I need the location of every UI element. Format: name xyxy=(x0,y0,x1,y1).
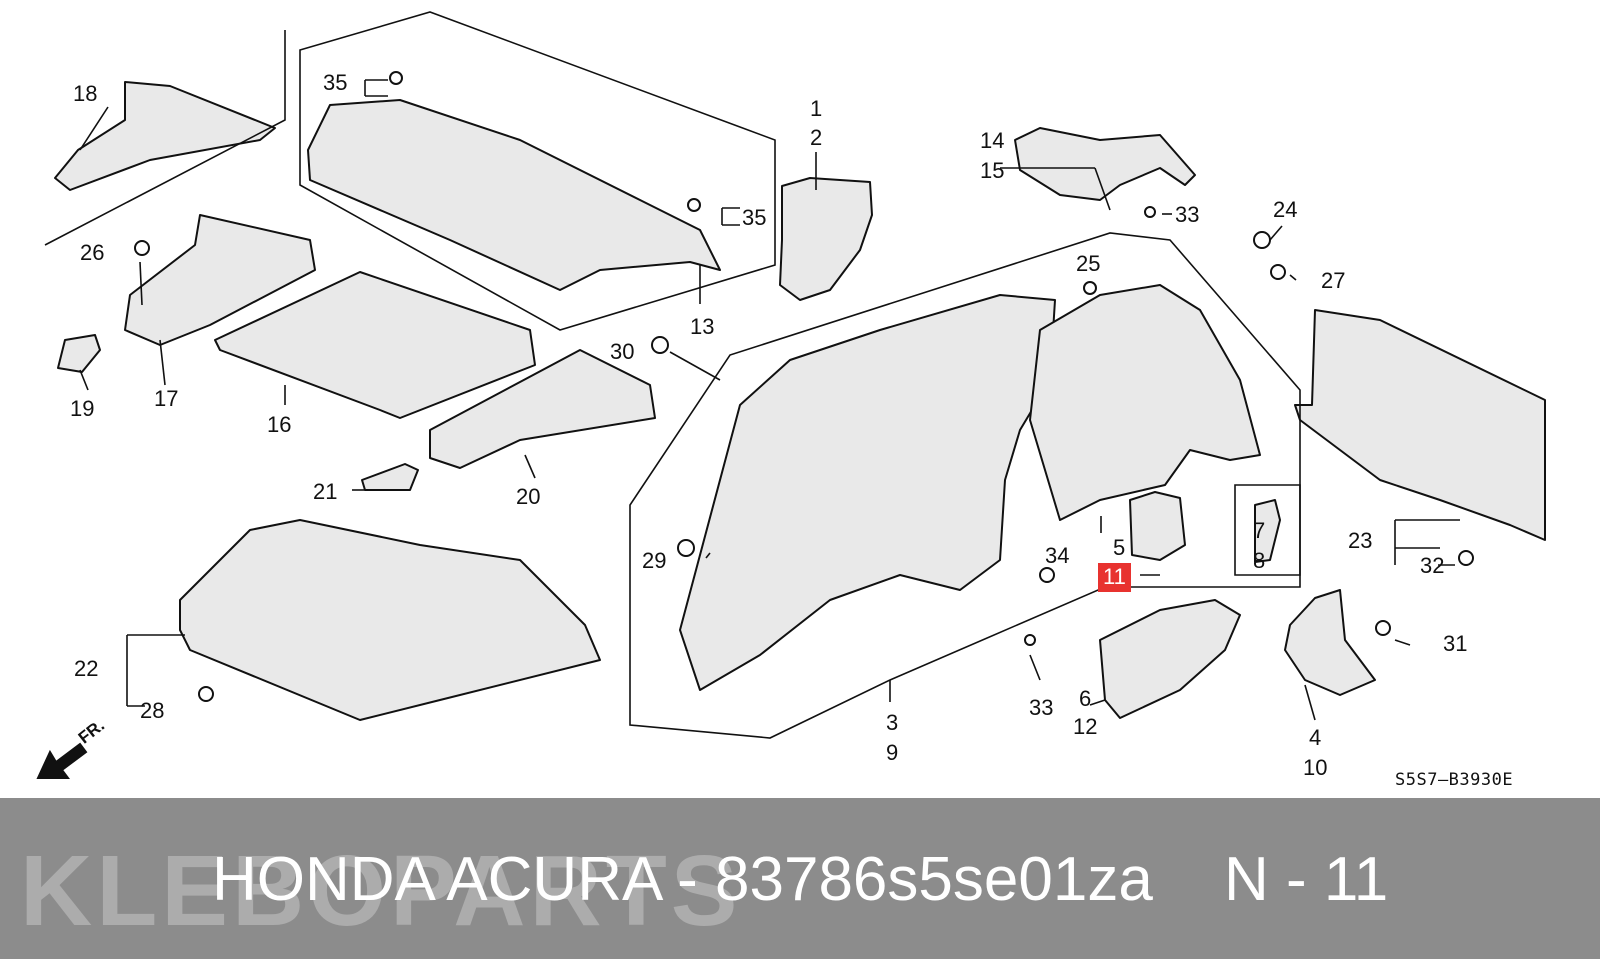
part-20-side-box xyxy=(429,349,656,469)
callout-13: 13 xyxy=(690,314,715,339)
callout-32: 32 xyxy=(1420,553,1445,578)
callout-26: 26 xyxy=(80,240,105,265)
part-3-side-trim xyxy=(679,294,1056,691)
part-1-panel xyxy=(779,177,873,301)
callout-31: 31 xyxy=(1443,631,1468,656)
group-box-13 xyxy=(299,11,776,331)
callout-22: 22 xyxy=(74,656,99,681)
parts-diagram: 18 35 35 1 2 14 15 33 24 26 25 27 13 30 … xyxy=(36,11,1546,790)
part-4-side-cover xyxy=(1284,589,1376,696)
callout-11-highlighted[interactable]: 11 xyxy=(1098,563,1131,592)
callout-30: 30 xyxy=(610,339,635,364)
callout-28: 28 xyxy=(140,698,165,723)
footer-bar: KLEBOPARTS HONDA ACURA - 83786s5se01za N… xyxy=(0,798,1600,959)
part-22-floor xyxy=(179,519,601,721)
callout-35-upper: 35 xyxy=(323,70,348,95)
diagram-code: S5S7—B3930E xyxy=(1395,770,1514,790)
group-box-7-8 xyxy=(1234,484,1301,576)
callout-35-lower: 35 xyxy=(742,205,767,230)
callout-3: 3 xyxy=(886,710,899,735)
part-23-rear-panel xyxy=(1294,309,1546,541)
fastener-33-lower xyxy=(1024,634,1036,646)
callout-18: 18 xyxy=(73,81,98,106)
callout-25: 25 xyxy=(1076,251,1101,276)
callout-20: 20 xyxy=(516,484,541,509)
fastener-27 xyxy=(1270,264,1286,280)
callout-14: 14 xyxy=(980,128,1005,153)
diagram-drawing xyxy=(36,11,1546,779)
callout-6: 6 xyxy=(1079,686,1092,711)
fastener-35-lower xyxy=(687,198,701,212)
callout-9: 9 xyxy=(886,740,899,765)
front-arrow xyxy=(36,742,88,779)
callout-27: 27 xyxy=(1321,268,1346,293)
group-box-3 xyxy=(629,232,1301,739)
part-16-mat xyxy=(214,271,536,419)
fastener-32 xyxy=(1458,550,1474,566)
callout-21: 21 xyxy=(313,479,338,504)
fastener-31 xyxy=(1375,620,1391,636)
part-18-bracket xyxy=(54,81,276,191)
callout-24: 24 xyxy=(1273,197,1298,222)
part-21-clip xyxy=(361,463,419,491)
callout-4: 4 xyxy=(1309,725,1322,750)
footer-title: HONDA ACURA - 83786s5se01za xyxy=(212,845,1153,914)
part-6-cover xyxy=(1099,599,1241,719)
fastener-35-upper xyxy=(389,71,403,85)
callout-16: 16 xyxy=(267,412,292,437)
callout-1: 1 xyxy=(810,96,823,121)
callout-15: 15 xyxy=(980,158,1005,183)
callout-10: 10 xyxy=(1303,755,1328,780)
fastener-24 xyxy=(1253,231,1271,249)
part-19-clip xyxy=(57,334,101,373)
callout-17: 17 xyxy=(154,386,179,411)
part-13-shelf xyxy=(307,99,721,291)
fastener-30 xyxy=(651,336,669,354)
callout-29: 29 xyxy=(642,548,667,573)
part-11-lid xyxy=(1129,491,1186,561)
callout-33-upper: 33 xyxy=(1175,202,1200,227)
callout-5: 5 xyxy=(1113,535,1126,560)
fastener-26 xyxy=(134,240,150,256)
fastener-33-upper xyxy=(1144,206,1156,218)
fastener-25 xyxy=(1083,281,1097,295)
footer-part-label: N - 11 xyxy=(1224,845,1389,914)
callout-12: 12 xyxy=(1073,714,1098,739)
part-7-latch xyxy=(1254,499,1281,563)
callout-7: 7 xyxy=(1253,518,1266,543)
callout-2: 2 xyxy=(810,125,823,150)
part-5-quarter-trim xyxy=(1029,284,1261,521)
callout-8: 8 xyxy=(1253,548,1266,573)
callout-19: 19 xyxy=(70,396,95,421)
fastener-28 xyxy=(198,686,214,702)
callout-33-lower: 33 xyxy=(1029,695,1054,720)
part-14-upper-trim xyxy=(1014,127,1196,201)
fastener-34 xyxy=(1039,567,1055,583)
callout-23: 23 xyxy=(1348,528,1373,553)
watermark: KLEBOPARTS xyxy=(20,835,742,947)
fastener-29 xyxy=(677,539,695,557)
callout-34: 34 xyxy=(1045,543,1070,568)
divider-line-left xyxy=(44,30,286,246)
